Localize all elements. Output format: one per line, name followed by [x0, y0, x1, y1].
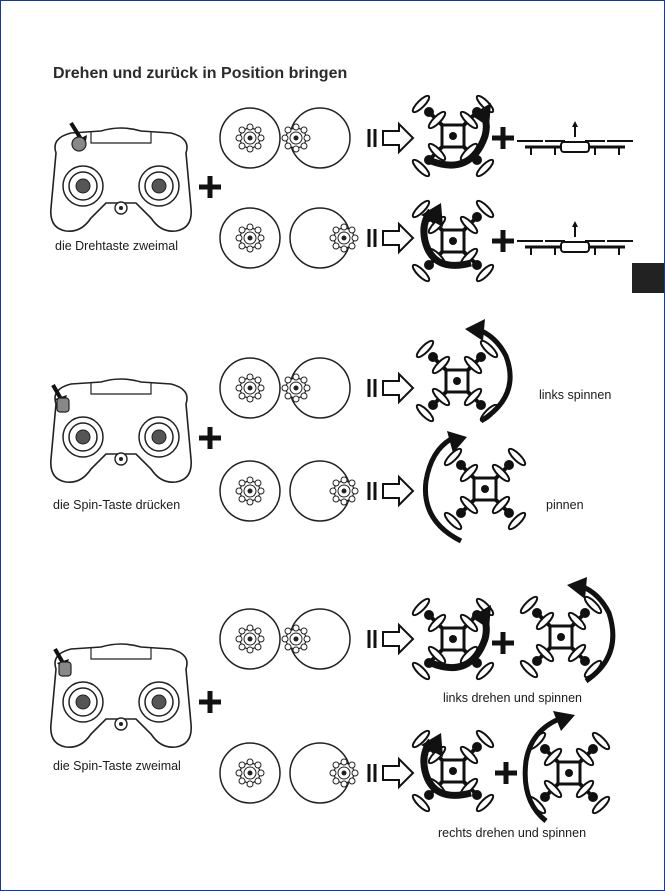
caption-rechts-drehen-und-spinnen: rechts drehen und spinnen: [438, 826, 586, 840]
caption-spin-taste-zweimal: die Spin-Taste zweimal: [53, 759, 181, 773]
controller-2: [51, 379, 191, 482]
caption-links-spinnen: links spinnen: [539, 388, 611, 402]
drone-side-icon: [517, 121, 633, 155]
controller-3: [51, 644, 191, 747]
caption-drehtaste-zweimal: die Drehtaste zweimal: [55, 239, 178, 253]
caption-links-drehen-und-spinnen: links drehen und spinnen: [443, 691, 582, 705]
caption-spin-taste-druecken: die Spin-Taste drücken: [53, 498, 180, 512]
caption-pinnen: pinnen: [546, 498, 584, 512]
plus-icon: [199, 176, 221, 198]
